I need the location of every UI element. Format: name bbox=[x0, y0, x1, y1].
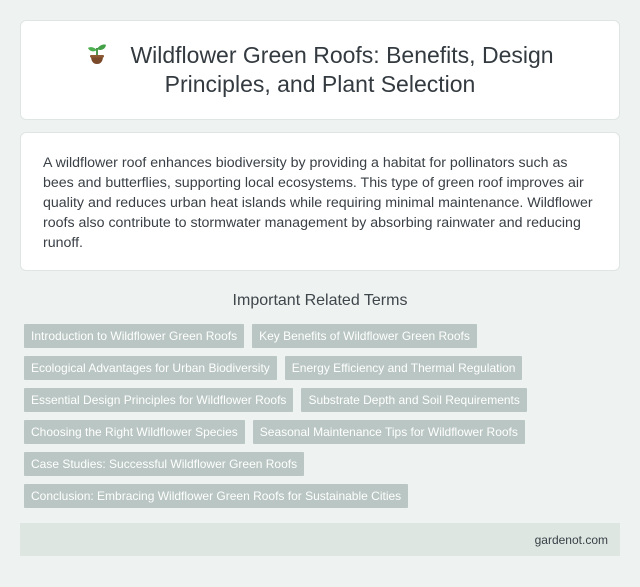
term-tag[interactable]: Energy Efficiency and Thermal Regulation bbox=[284, 356, 523, 380]
footer-site-link[interactable]: gardenot.com bbox=[534, 532, 608, 547]
page-title-text: Wildflower Green Roofs: Benefits, Design… bbox=[130, 42, 554, 97]
page-title: Wildflower Green Roofs: Benefits, Design… bbox=[51, 41, 589, 99]
term-tag[interactable]: Key Benefits of Wildflower Green Roofs bbox=[252, 324, 477, 348]
term-row: Introduction to Wildflower Green Roofs K… bbox=[24, 324, 620, 348]
term-tag[interactable]: Ecological Advantages for Urban Biodiver… bbox=[24, 356, 277, 380]
term-row: Case Studies: Successful Wildflower Gree… bbox=[24, 452, 620, 476]
sprout-icon bbox=[88, 44, 107, 64]
summary-text: A wildflower roof enhances biodiversity … bbox=[43, 155, 593, 251]
term-tag[interactable]: Seasonal Maintenance Tips for Wildflower… bbox=[252, 420, 525, 444]
term-tag[interactable]: Substrate Depth and Soil Requirements bbox=[301, 388, 527, 412]
term-row: Choosing the Right Wildflower Species Se… bbox=[24, 420, 620, 444]
term-tag[interactable]: Case Studies: Successful Wildflower Gree… bbox=[24, 452, 305, 476]
related-terms-heading: Important Related Terms bbox=[232, 292, 408, 309]
footer: gardenot.com bbox=[20, 523, 620, 556]
term-row: Ecological Advantages for Urban Biodiver… bbox=[24, 356, 620, 380]
title-card: Wildflower Green Roofs: Benefits, Design… bbox=[20, 20, 620, 120]
related-terms-list: Introduction to Wildflower Green Roofs K… bbox=[24, 324, 620, 516]
term-tag[interactable]: Choosing the Right Wildflower Species bbox=[24, 420, 245, 444]
term-tag[interactable]: Essential Design Principles for Wildflow… bbox=[24, 388, 294, 412]
term-tag[interactable]: Conclusion: Embracing Wildflower Green R… bbox=[24, 484, 409, 508]
summary-card: A wildflower roof enhances biodiversity … bbox=[20, 132, 620, 271]
term-row: Essential Design Principles for Wildflow… bbox=[24, 388, 620, 412]
term-row: Conclusion: Embracing Wildflower Green R… bbox=[24, 484, 620, 508]
term-tag[interactable]: Introduction to Wildflower Green Roofs bbox=[24, 324, 245, 348]
